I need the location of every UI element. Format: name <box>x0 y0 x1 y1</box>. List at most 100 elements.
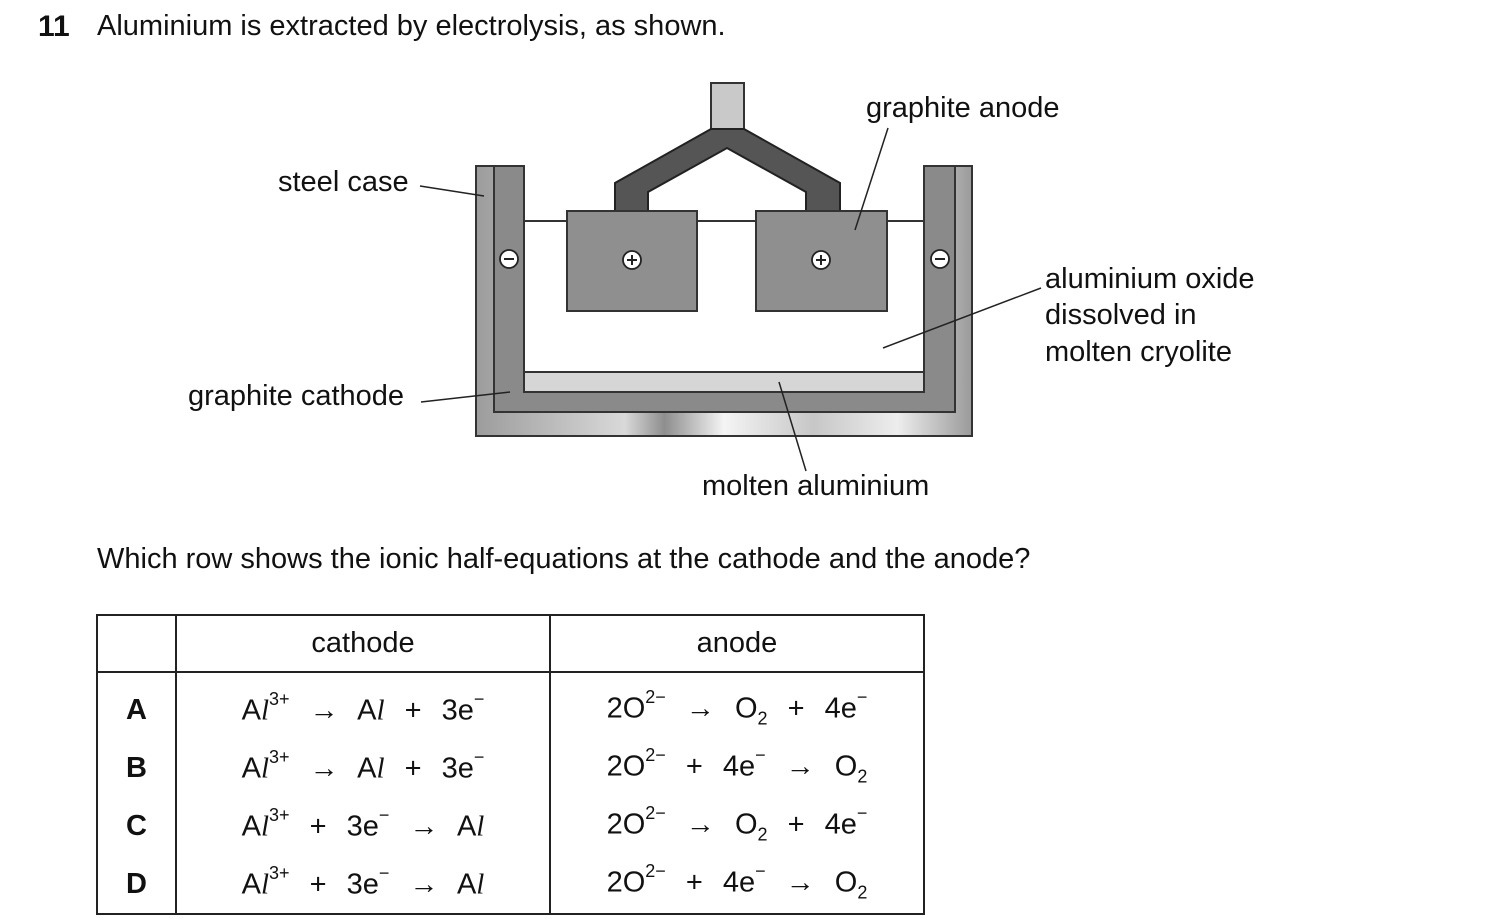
electrons: 4e <box>722 750 756 783</box>
plus-sign: + <box>309 810 327 843</box>
oxygen: O <box>734 808 758 841</box>
electron-charge: − <box>378 804 390 825</box>
anode-equation: 2O2− + 4e− → O2 <box>549 739 925 797</box>
ion-charge: 3+ <box>269 804 290 825</box>
option-row-b[interactable]: B Al3+ → Al + 3e− 2O2− + 4e− → O2 <box>96 739 925 797</box>
anode-holder <box>614 128 841 212</box>
cathode-equation: Al3+ + 3e− → Al <box>175 855 551 915</box>
answer-options-table: cathode anode A Al3+ → Al + 3e− 2O2− → O… <box>96 614 925 915</box>
oxygen: O <box>834 750 858 783</box>
anode-equation: 2O2− + 4e− → O2 <box>549 855 925 915</box>
electrons: 4e <box>824 692 857 725</box>
electron-charge: − <box>856 802 868 823</box>
electron-charge: − <box>473 746 485 767</box>
option-letter[interactable]: D <box>96 855 177 915</box>
plus-sign: + <box>404 694 422 727</box>
option-row-a[interactable]: A Al3+ → Al + 3e− 2O2− → O2 + 4e− <box>96 672 925 739</box>
graphite-cathode-lining <box>493 165 956 413</box>
electron-charge: − <box>378 862 390 883</box>
leader-electrolyte <box>882 287 1042 349</box>
label-molten-aluminium: molten aluminium <box>702 470 930 502</box>
reaction-arrow: → <box>685 692 715 725</box>
option-letter[interactable]: B <box>96 739 177 797</box>
anode-stem <box>710 82 745 130</box>
anode-sign-right <box>811 250 831 270</box>
oxide-ion: 2O <box>606 866 646 899</box>
electrons: 3e <box>346 810 379 843</box>
oxygen: O <box>734 692 758 725</box>
electron-charge: − <box>473 688 485 709</box>
header-anode: anode <box>549 614 925 673</box>
electrons: 3e <box>441 752 474 785</box>
reaction-arrow: → <box>685 808 715 841</box>
reaction-arrow: → <box>785 750 815 783</box>
ion-charge: 3+ <box>269 862 290 883</box>
leader-steel-case <box>419 185 485 197</box>
question-number: 11 <box>38 10 70 43</box>
leader-graphite-anode <box>854 127 889 231</box>
electrons: 4e <box>824 808 857 841</box>
al-metal: Al <box>357 752 385 785</box>
electron-charge: − <box>856 686 868 707</box>
label-graphite-cathode: graphite cathode <box>188 380 405 412</box>
leader-graphite-cathode <box>420 391 511 403</box>
reaction-arrow: → <box>785 866 815 899</box>
plus-sign: + <box>685 866 703 899</box>
header-cathode: cathode <box>175 614 551 673</box>
al-ion: Al <box>241 694 270 727</box>
table-header-row: cathode anode <box>96 614 925 673</box>
electrons: 3e <box>441 694 474 727</box>
reaction-arrow: → <box>409 810 439 843</box>
al-metal: Al <box>456 868 485 901</box>
electrons: 4e <box>722 866 756 899</box>
electron-charge: − <box>755 860 766 881</box>
al-ion: Al <box>241 752 270 785</box>
anode-block-left <box>566 210 698 312</box>
electrons: 3e <box>346 868 379 901</box>
option-row-d[interactable]: D Al3+ + 3e− → Al 2O2− + 4e− → O2 <box>96 855 925 915</box>
plus-sign: + <box>787 808 805 841</box>
oxygen: O <box>834 866 858 899</box>
subscript: 2 <box>757 824 768 845</box>
plus-sign: + <box>787 692 805 725</box>
anode-sign-left <box>622 250 642 270</box>
al-metal: Al <box>357 694 385 727</box>
anode-equation: 2O2− → O2 + 4e− <box>549 797 925 855</box>
electrolysis-cell-diagram <box>419 82 1042 472</box>
label-electrolyte-line3: molten cryolite <box>1045 336 1232 368</box>
plus-sign: + <box>309 868 327 901</box>
cathode-sign-right <box>930 249 950 269</box>
al-metal: Al <box>456 810 485 843</box>
oxide-ion: 2O <box>606 692 646 725</box>
option-letter[interactable]: C <box>96 797 177 855</box>
oxide-ion: 2O <box>606 750 646 783</box>
subscript: 2 <box>857 882 868 903</box>
al-ion: Al <box>241 810 270 843</box>
label-electrolyte-line1: aluminium oxide <box>1045 263 1255 295</box>
label-steel-case: steel case <box>278 166 409 198</box>
leader-molten-aluminium <box>778 381 807 472</box>
ion-charge: 3+ <box>269 746 290 767</box>
option-row-c[interactable]: C Al3+ + 3e− → Al 2O2− → O2 + 4e− <box>96 797 925 855</box>
reaction-arrow: → <box>309 694 339 727</box>
cathode-sign-left <box>499 249 519 269</box>
cathode-equation: Al3+ + 3e− → Al <box>175 797 551 855</box>
question-stem: Aluminium is extracted by electrolysis, … <box>97 10 726 42</box>
molten-aluminium-layer <box>523 371 925 393</box>
header-blank <box>96 614 177 673</box>
label-graphite-anode: graphite anode <box>866 92 1060 124</box>
ion-charge: 2− <box>645 744 666 765</box>
al-ion: Al <box>241 868 270 901</box>
subscript: 2 <box>757 708 768 729</box>
anode-equation: 2O2− → O2 + 4e− <box>549 672 925 739</box>
ion-charge: 2− <box>645 802 666 823</box>
question-prompt: Which row shows the ionic half-equations… <box>97 543 1031 575</box>
oxide-ion: 2O <box>606 808 646 841</box>
cathode-equation: Al3+ → Al + 3e− <box>175 672 551 739</box>
electron-charge: − <box>755 744 766 765</box>
reaction-arrow: → <box>409 868 439 901</box>
ion-charge: 2− <box>645 860 666 881</box>
ion-charge: 3+ <box>269 688 290 709</box>
option-letter[interactable]: A <box>96 672 177 739</box>
plus-sign: + <box>404 752 422 785</box>
